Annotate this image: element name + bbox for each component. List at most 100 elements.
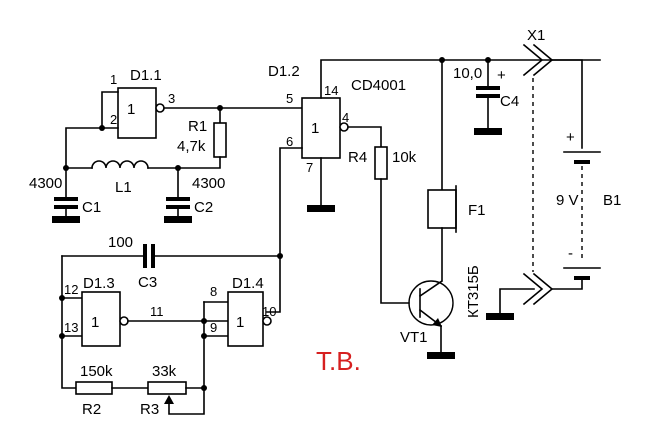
ground-c2 — [164, 216, 192, 223]
pin-d1-4-9: 9 — [210, 320, 217, 335]
capacitor-c4-plus: + — [497, 67, 506, 84]
resistor-r2: 150k R2 — [75, 363, 149, 418]
wire-battery-positive — [551, 59, 583, 149]
transistor-vt1-emitter-arrow — [432, 318, 442, 327]
pin-d1-1-1: 1 — [110, 72, 117, 87]
wire-d1-1-to-c1 — [65, 127, 103, 169]
resistor-r4-body — [374, 146, 388, 180]
pin-d1-3-11: 11 — [150, 304, 164, 319]
gate-d1-2-label: D1.2 — [268, 63, 300, 80]
capacitor-c1: 4300 C1 — [29, 167, 101, 223]
resistor-r1-value: 4,7k — [177, 138, 206, 155]
connector-x1-label: X1 — [527, 27, 545, 44]
resistor-r3: 33k R3 — [140, 363, 207, 418]
capacitor-c3: 100 C3 — [61, 234, 281, 291]
pin-d1-3-13: 13 — [64, 320, 78, 335]
pin-d1-3-12: 12 — [64, 282, 78, 297]
connector-x1: X1 — [486, 27, 554, 320]
battery-b1-minus: - — [568, 245, 573, 262]
inductor-l1-coil — [91, 160, 149, 169]
gate-d1-3-body — [81, 291, 121, 347]
gate-d1-1-body — [117, 87, 157, 139]
speaker-f1-body — [427, 189, 457, 229]
battery-b1-label: B1 — [603, 192, 621, 209]
gate-d1-4: 1 D1.4 8 9 10 — [210, 275, 276, 347]
gate-d1-1: 1 D1.1 1 2 3 — [110, 67, 175, 139]
resistor-r3-wiper-arrow — [164, 395, 174, 404]
transistor-vt1-collector — [418, 279, 444, 298]
resistor-r3-body — [147, 381, 187, 395]
capacitor-c4: 10,0 + C4 — [453, 59, 519, 135]
pin-d1-2-14: 14 — [324, 83, 338, 98]
wire-x1-ground — [499, 288, 535, 314]
speaker-f1: F1 — [427, 59, 486, 281]
pin-d1-2-4: 4 — [342, 110, 349, 125]
capacitor-c1-label: C1 — [82, 199, 101, 216]
junction-d1-1-inputs — [99, 125, 105, 131]
ground-vt1 — [427, 352, 455, 359]
connector-x1-top-outer — [522, 43, 544, 77]
capacitor-c4-label: C4 — [500, 93, 519, 110]
gate-d1-2-symbol: 1 — [311, 120, 319, 137]
ground-c4 — [474, 128, 502, 135]
transistor-vt1: VT1 КТ315Б — [400, 265, 482, 359]
gate-d1-2-body — [301, 97, 341, 159]
resistor-r3-label: R3 — [140, 401, 159, 418]
gate-d1-1-label: D1.1 — [130, 67, 162, 84]
wire-vdd-rail — [320, 59, 601, 99]
resistor-r4-value: 10k — [392, 149, 417, 166]
capacitor-c4-value: 10,0 — [453, 65, 482, 82]
capacitor-c2-label: C2 — [194, 199, 213, 216]
ground-d1-2 — [307, 205, 335, 212]
wire-r4-to-base — [380, 178, 410, 304]
chip-part-number: CD4001 — [351, 77, 406, 94]
junction-d1-4-pin9 — [201, 333, 207, 339]
gate-d1-3-label: D1.3 — [83, 275, 115, 292]
connector-x1-bottom-outer — [522, 272, 544, 306]
ground-c1 — [52, 216, 80, 223]
inductor-l1: L1 — [65, 160, 179, 196]
wire-r1-bottom — [177, 156, 221, 169]
pin-d1-2-6: 6 — [286, 134, 293, 149]
battery-b1-value: 9 V — [556, 192, 579, 209]
capacitor-c3-label: C3 — [138, 274, 157, 291]
gate-d1-1-symbol: 1 — [127, 101, 135, 118]
gate-d1-4-label: D1.4 — [232, 275, 264, 292]
battery-b1: + - 9 V B1 — [551, 59, 621, 290]
transistor-vt1-type: КТ315Б — [465, 265, 482, 318]
pin-d1-4-10: 10 — [262, 304, 276, 319]
wire-battery-negative — [551, 279, 583, 290]
capacitor-c1-value: 4300 — [29, 175, 62, 192]
capacitor-c2: 4300 C2 — [164, 167, 225, 223]
resistor-r2-label: R2 — [82, 401, 101, 418]
gate-d1-4-body — [227, 291, 264, 347]
wire-d1-1-inputs — [101, 91, 119, 129]
inductor-l1-label: L1 — [115, 179, 132, 196]
ground-x1 — [486, 313, 514, 320]
resistor-r1-label: R1 — [188, 118, 207, 135]
resistor-r4: R4 10k — [347, 126, 417, 304]
capacitor-c2-value: 4300 — [192, 175, 225, 192]
gate-d1-4-inverter-bubble — [262, 316, 272, 326]
speaker-f1-label: F1 — [468, 202, 486, 219]
wire-r3-wiper — [168, 387, 205, 415]
gate-d1-3-symbol: 1 — [91, 314, 99, 331]
transistor-vt1-body — [408, 280, 454, 326]
pin-d1-4-8: 8 — [210, 284, 217, 299]
resistor-r4-label: R4 — [348, 149, 367, 166]
gate-d1-3-inverter-bubble — [119, 316, 129, 326]
gate-d1-4-symbol: 1 — [236, 314, 244, 331]
resistor-r1-body — [213, 122, 227, 158]
pin-d1-2-5: 5 — [286, 91, 293, 106]
battery-b1-plus: + — [566, 129, 575, 146]
capacitor-c3-value: 100 — [108, 234, 133, 251]
transistor-vt1-label: VT1 — [400, 329, 428, 346]
gate-d1-3: 1 D1.3 12 13 11 — [64, 275, 164, 347]
pin-d1-1-2: 2 — [110, 112, 117, 127]
pin-d1-2-7: 7 — [306, 160, 313, 175]
resistor-r1: R1 4,7k — [177, 107, 227, 169]
wire-r2-left — [61, 335, 77, 389]
resistor-r2-value: 150k — [80, 363, 113, 380]
author-mark: Т.В. — [316, 346, 361, 376]
